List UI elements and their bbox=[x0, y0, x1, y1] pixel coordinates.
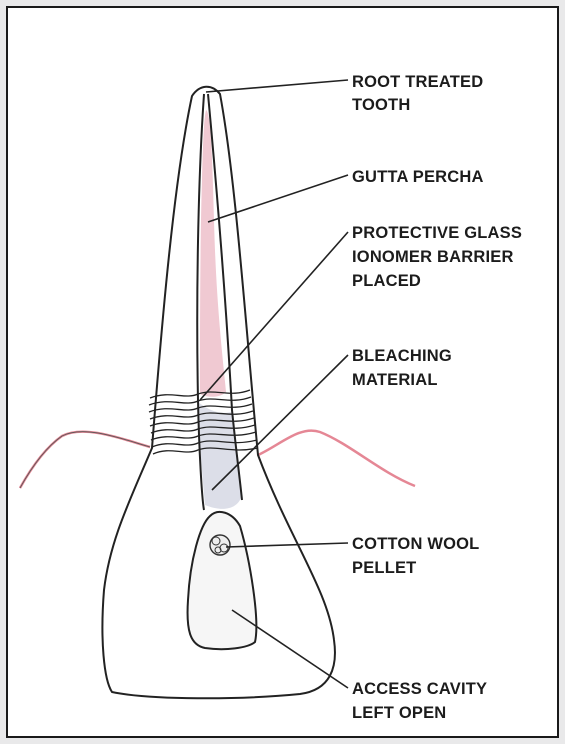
label-gutta-percha: GUTTA PERCHA bbox=[352, 168, 484, 186]
cotton-wool-pellet bbox=[210, 535, 230, 555]
